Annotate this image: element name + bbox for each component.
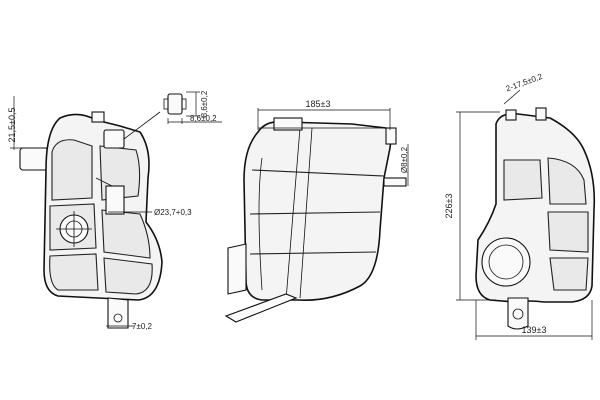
front-view [19,111,163,329]
side-rib [249,251,377,255]
rear-cell [549,257,589,291]
side-rib [251,169,385,177]
sensor-width-label: 8,6±0,2 [190,114,217,123]
bracket-width-label: 7±0,2 [132,322,153,331]
tank-cell [103,257,153,295]
tank-side-body [243,120,392,302]
top-nozzle-left [505,109,517,121]
rear-cell [503,159,543,201]
side-bracket [224,293,298,323]
rear-mount-tab [507,297,529,330]
tank-cell [51,139,93,201]
sensor-detail [163,91,222,124]
top-nipple [91,111,105,123]
side-view [224,108,409,323]
level-sensor [103,129,125,149]
cap-diameter-label: Ø23,7+0,3 [154,208,192,217]
connector-body [167,93,183,115]
mounting-bracket [107,297,129,329]
width-label: 139±3 [522,325,547,335]
side-rib [249,211,381,215]
rear-cell [547,157,587,205]
rear-view [456,89,596,340]
top-connector [273,117,303,131]
side-inlet-label: 2-17,5±0,2 [505,72,544,94]
filler-neck [227,243,247,295]
side-length-label: 185±3 [306,99,331,109]
front-dimension-lines [10,96,152,327]
side-outlet-nozzle [383,177,407,187]
hose-stub [19,147,49,171]
top-nozzle-right [535,107,547,121]
rear-cell [547,211,589,253]
sensor-height-label: 8,6±0,2 [200,90,209,117]
internal-probe [105,185,125,215]
side-outlet-label: Ø8±0,2 [400,146,409,173]
rear-cap-inner [488,244,524,280]
tank-cell [101,209,151,259]
tank-cell [49,253,99,291]
height-label: 226±3 [444,194,454,219]
hose-diameter-label: 21,5±0,5 [7,108,17,143]
side-outlet-pipe [385,127,397,145]
